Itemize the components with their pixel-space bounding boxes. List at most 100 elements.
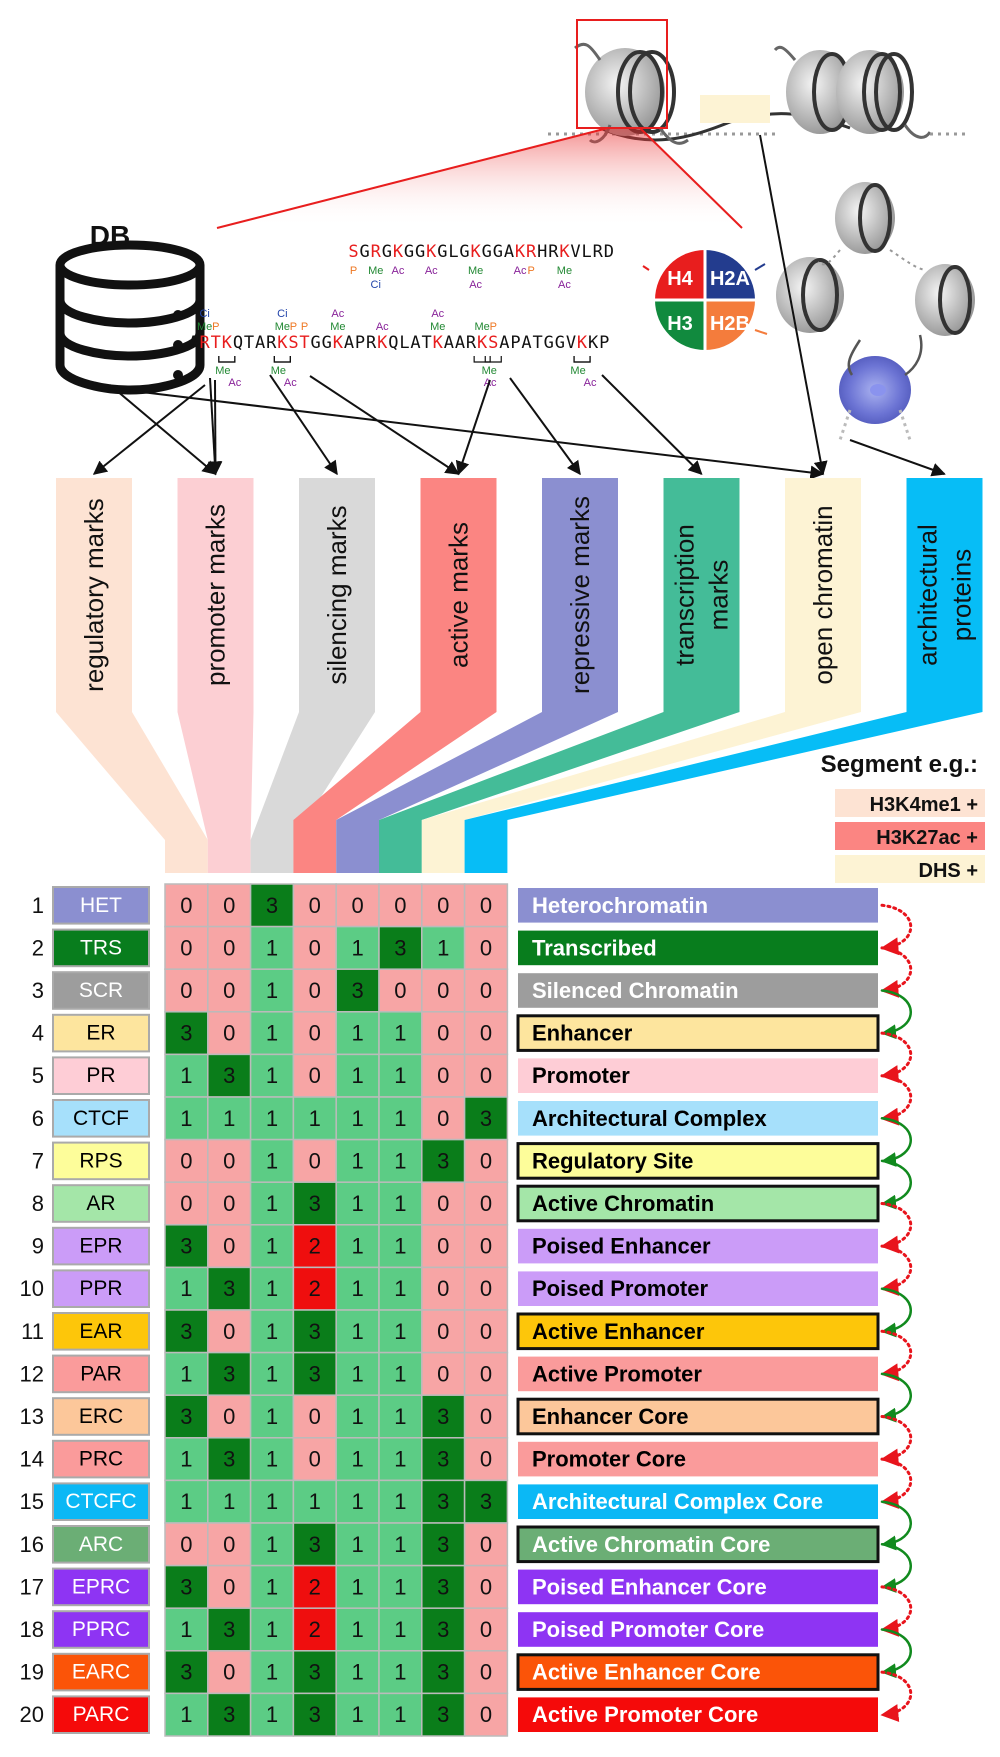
- state-cell: [249, 1181, 295, 1226]
- state-cell-value: 0: [437, 1276, 449, 1301]
- state-abbr: PPRC: [72, 1618, 130, 1641]
- state-cell-value: 1: [351, 1276, 363, 1301]
- state-cell-value: 1: [266, 1021, 278, 1046]
- state-cell: [421, 1351, 466, 1396]
- state-name-box: [516, 1142, 880, 1180]
- state-abbr: CTCFC: [65, 1490, 136, 1513]
- state-cell-value: 0: [223, 1148, 235, 1173]
- state-cell-value: 3: [180, 1319, 192, 1344]
- sequence-residue: H: [537, 242, 547, 262]
- state-name-box: [518, 1569, 878, 1605]
- category-ribbon: [177, 478, 254, 873]
- category-label: architectural: [913, 524, 943, 666]
- state-abbr: EPR: [79, 1235, 122, 1258]
- state-name: Heterochromatin: [532, 893, 708, 918]
- state-cell-value: 1: [351, 1532, 363, 1557]
- state-name: Promoter: [532, 1063, 630, 1088]
- transition-arrow: [880, 1457, 913, 1510]
- mark-arrow: [107, 387, 825, 480]
- state-number: 19: [20, 1660, 44, 1685]
- state-cell-value: 0: [480, 1234, 492, 1259]
- modification-label: Me: [215, 365, 230, 377]
- state-name: Active Promoter: [532, 1361, 702, 1386]
- modification-label: Ac: [514, 265, 527, 277]
- state-cell-value: 1: [351, 1660, 363, 1685]
- category-ribbon: [56, 478, 208, 873]
- state-abbr-box: [52, 1610, 150, 1649]
- state-cell-value: 1: [394, 1021, 406, 1046]
- state-cell-value: 1: [266, 1276, 278, 1301]
- state-cell-value: 1: [437, 935, 449, 960]
- state-abbr: SCR: [79, 979, 123, 1002]
- sequence-residue: K: [426, 242, 437, 262]
- state-abbr: PAR: [80, 1362, 122, 1385]
- state-cell-value: 3: [309, 1532, 321, 1557]
- category-label: promoter marks: [201, 504, 231, 686]
- state-name-box: [518, 888, 878, 923]
- transition-arrow: [880, 989, 912, 1040]
- sequence-residue: V: [570, 242, 580, 262]
- state-cell-value: 3: [223, 1617, 235, 1642]
- state-cell-value: 1: [351, 1106, 363, 1131]
- sequence-residue: R: [526, 242, 537, 262]
- state-cell-value: 0: [480, 1361, 492, 1386]
- sequence-residue: R: [371, 242, 382, 262]
- category-label: active marks: [444, 522, 474, 668]
- state-cell-value: 1: [351, 1404, 363, 1429]
- state-abbr: EAR: [79, 1320, 122, 1343]
- state-cell: [292, 1266, 337, 1311]
- category-ribbon: [336, 478, 618, 873]
- modification-label: Ac: [392, 265, 405, 277]
- state-cell-value: 1: [351, 935, 363, 960]
- state-cell-value: 3: [223, 1361, 235, 1386]
- category-label: open chromatin: [808, 505, 838, 684]
- state-cell: [421, 1650, 466, 1695]
- sequence-residue: S: [288, 333, 298, 353]
- state-cell: [463, 1437, 509, 1482]
- modification-label: Ac: [469, 279, 482, 291]
- sequence-residue: G: [544, 333, 554, 353]
- state-name-box: [516, 1653, 880, 1691]
- state-abbr: PR: [86, 1064, 115, 1087]
- state-cell-value: 1: [394, 1148, 406, 1173]
- segment-item-swatch: [835, 855, 985, 883]
- state-cell: [335, 1479, 380, 1524]
- modification-label: Ac: [431, 308, 444, 320]
- state-cell-value: 0: [437, 893, 449, 918]
- state-cell-value: 1: [180, 1361, 192, 1386]
- state-name: Active Chromatin Core: [532, 1532, 770, 1557]
- modification-label: Me: [475, 321, 490, 333]
- state-cell: [378, 1692, 423, 1737]
- modification-label: Me: [557, 265, 572, 277]
- state-name-box: [518, 973, 878, 1008]
- modification-label: Ci: [199, 308, 209, 320]
- modification-label: Me: [275, 321, 290, 333]
- modification-label: P: [350, 265, 357, 277]
- state-cell: [421, 1564, 466, 1609]
- state-cell: [164, 1266, 209, 1311]
- sequence-residue: R: [593, 242, 604, 262]
- state-cell-value: 1: [180, 1489, 192, 1514]
- state-cell-value: 3: [437, 1489, 449, 1514]
- sequence-residue: G: [382, 242, 392, 262]
- category-label: proteins: [947, 549, 977, 642]
- state-transitions: [880, 903, 913, 1723]
- state-cell: [164, 1309, 209, 1354]
- modification-label: Me: [468, 265, 483, 277]
- state-cell-value: 0: [309, 1148, 321, 1173]
- state-abbr-box: [52, 1056, 150, 1096]
- modification-label: Me: [430, 321, 445, 333]
- state-cell: [378, 1564, 423, 1609]
- state-cell-value: 1: [351, 1361, 363, 1386]
- state-cell-value: 0: [480, 1532, 492, 1557]
- mark-arrow: [92, 384, 206, 475]
- category-ribbon: [421, 478, 861, 873]
- state-cell: [421, 1394, 466, 1439]
- state-name: Promoter Core: [532, 1447, 686, 1472]
- state-number: 11: [21, 1319, 44, 1344]
- state-cell-value: 1: [266, 978, 278, 1003]
- state-abbr-box: [52, 1567, 150, 1607]
- state-abbr-box: [52, 1141, 150, 1181]
- state-cell-value: 1: [351, 1447, 363, 1472]
- state-cell-value: 1: [266, 1148, 278, 1173]
